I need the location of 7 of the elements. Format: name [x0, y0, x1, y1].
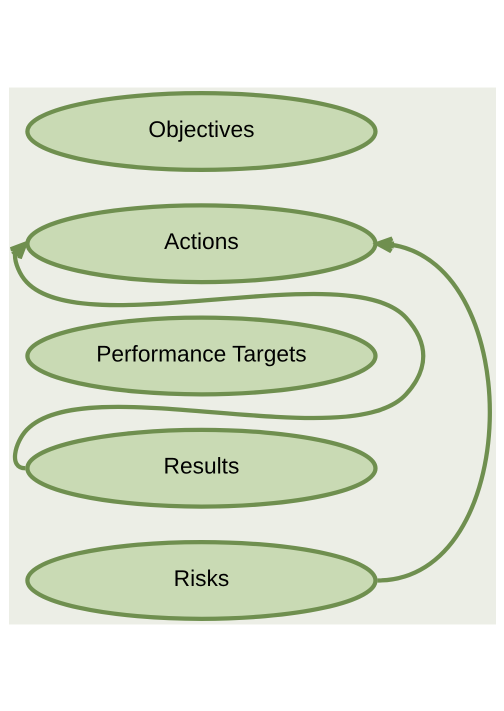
- node-ellipse: Performance Targets: [24, 315, 378, 396]
- node-ellipse: Risks: [24, 539, 378, 620]
- arrow: [374, 236, 492, 582]
- node-ellipse: Results: [24, 427, 378, 508]
- arrow: [8, 241, 425, 470]
- node-ellipse: Objectives: [24, 90, 378, 172]
- node-ellipse: Actions: [24, 202, 378, 284]
